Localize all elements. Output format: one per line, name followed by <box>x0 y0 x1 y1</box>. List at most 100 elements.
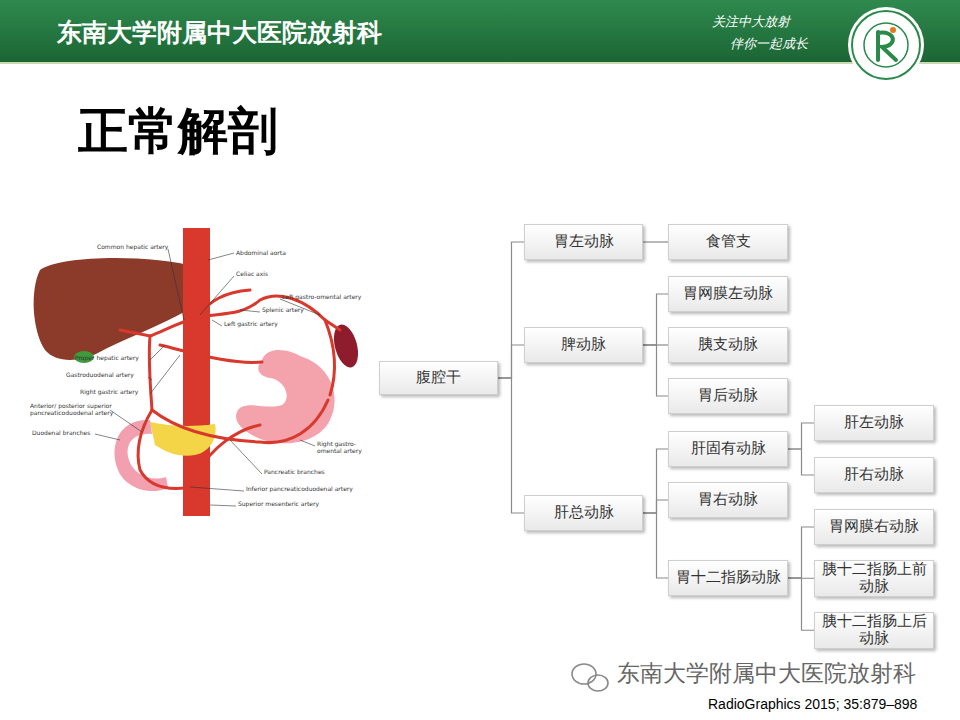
splenic-artery <box>196 296 340 330</box>
anatomy-label: Gastroduodenal artery <box>66 371 151 378</box>
anatomy-label: Celiac axis <box>236 270 296 277</box>
box-text: 脾动脉 <box>561 336 606 353</box>
right-gastric-artery <box>160 345 262 362</box>
artery-box: 脾动脉 <box>524 327 643 363</box>
leader-line <box>190 487 244 491</box>
logo-disc <box>848 7 924 83</box>
artery-box: 腹腔干 <box>379 361 498 395</box>
tree-connector <box>643 241 668 242</box>
citation-text: RadioGraphics 2015; 35:879–898 <box>708 696 958 713</box>
pancreatic-branches <box>200 425 260 470</box>
anatomy-label: Left gastric artery <box>224 320 294 327</box>
liver <box>34 258 202 360</box>
artery-box: 食管支 <box>668 224 788 260</box>
logo-mark <box>878 32 896 60</box>
anatomy-label: Left gastro-omental artery <box>282 293 372 300</box>
stomach <box>236 350 335 443</box>
tree-connector <box>643 449 668 513</box>
leader-line <box>208 253 234 260</box>
leader-line <box>300 440 315 446</box>
logo-ring <box>852 11 920 79</box>
artery-box: 肝左动脉 <box>814 405 934 441</box>
artery-box: 胃右动脉 <box>668 482 788 518</box>
leader-line <box>150 355 180 394</box>
box-text: 腹腔干 <box>416 369 461 386</box>
pancreaticoduodenal-arcade <box>138 410 185 488</box>
artery-box: 胰支动脉 <box>668 327 788 363</box>
box-text: 食管支 <box>706 233 751 250</box>
gastroduodenal-artery <box>149 336 152 410</box>
wechat-bubble <box>572 664 596 684</box>
box-text: 胰十二指肠上后动脉 <box>821 613 927 648</box>
header-rule <box>0 62 960 64</box>
leader-line <box>210 505 236 506</box>
tree-connector <box>788 578 814 630</box>
anatomy-label: Pancreatic branches <box>264 468 339 475</box>
right-gastro-omental-artery <box>152 400 328 443</box>
tree-connector <box>788 449 814 475</box>
box-text: 肝总动脉 <box>554 504 614 521</box>
leader-line <box>212 320 222 326</box>
box-text: 肝固有动脉 <box>691 440 766 457</box>
box-text: 胰支动脉 <box>698 336 758 353</box>
anatomy-label: Proper hepatic artery <box>75 354 155 361</box>
box-text: 胃后动脉 <box>698 387 758 404</box>
anatomy-label: Common hepatic artery <box>97 243 172 250</box>
leader-line <box>200 276 234 315</box>
box-text: 肝右动脉 <box>844 466 904 483</box>
wechat-icon <box>572 664 608 691</box>
artery-branches <box>120 290 340 488</box>
leader-line <box>240 310 260 312</box>
watermark-text: 东南大学附属中大医院放射科 <box>617 660 947 688</box>
leader-line <box>148 377 152 380</box>
logo-ring <box>864 23 908 67</box>
anatomy-label: Inferior pancreaticoduodenal artery <box>246 485 366 492</box>
tree-connector <box>643 513 668 578</box>
tree-connector <box>788 423 814 449</box>
tree-connector <box>498 242 524 378</box>
artery-box: 胰十二指肠上前动脉 <box>814 560 934 597</box>
tree-connector <box>498 378 524 513</box>
artery-box: 胰十二指肠上后动脉 <box>814 612 934 649</box>
tree-connector <box>498 345 524 378</box>
box-text: 胃右动脉 <box>698 491 758 508</box>
artery-box: 胃网膜左动脉 <box>668 276 788 312</box>
leader-line <box>110 410 142 432</box>
box-text: 胃十二指肠动脉 <box>676 569 781 586</box>
common-hepatic-artery <box>120 318 196 336</box>
leader-line <box>95 434 120 440</box>
anatomy-label: Splenic artery <box>262 306 322 313</box>
leader-line <box>230 440 262 474</box>
slogan-text: 伴你一起成长 <box>730 36 850 52</box>
wechat-bubble <box>588 675 608 691</box>
box-text: 肝左动脉 <box>844 414 904 431</box>
header-bar <box>0 0 960 62</box>
slide-title: 正常解剖 <box>78 98 278 165</box>
artery-box: 胃左动脉 <box>524 224 643 260</box>
tree-connector <box>643 345 668 396</box>
artery-box: 胃十二指肠动脉 <box>668 560 788 596</box>
slogan-text: 关注中大放射 <box>712 14 832 30</box>
tree-connector <box>643 500 668 513</box>
box-text: 胰十二指肠上前动脉 <box>821 561 927 596</box>
box-text: 胃左动脉 <box>554 233 614 250</box>
anatomy-label: Duodenal branches <box>32 429 102 436</box>
leader-line <box>150 345 165 360</box>
box-text: 胃网膜左动脉 <box>683 285 773 302</box>
anatomy-label: Superior mesenteric artery <box>238 500 338 507</box>
left-gastro-omental-artery <box>325 320 335 395</box>
anatomy-label: Abdominal aorta <box>236 249 306 256</box>
artery-box: 肝固有动脉 <box>668 431 788 467</box>
artery-box: 胃后动脉 <box>668 378 788 414</box>
anatomy-label: Right gastric artery <box>80 388 155 395</box>
logo-dot <box>890 27 896 33</box>
artery-box: 肝总动脉 <box>524 495 643 531</box>
anatomy-label: Right gastro- omental artery <box>317 440 362 454</box>
header-text: 东南大学附属中大医院放射科 <box>57 18 477 48</box>
artery-box: 肝右动脉 <box>814 457 934 493</box>
abdominal-aorta <box>183 228 210 516</box>
leader-line <box>168 249 184 320</box>
left-gastric-artery <box>196 290 250 318</box>
artery-box: 胃网膜右动脉 <box>814 509 934 545</box>
